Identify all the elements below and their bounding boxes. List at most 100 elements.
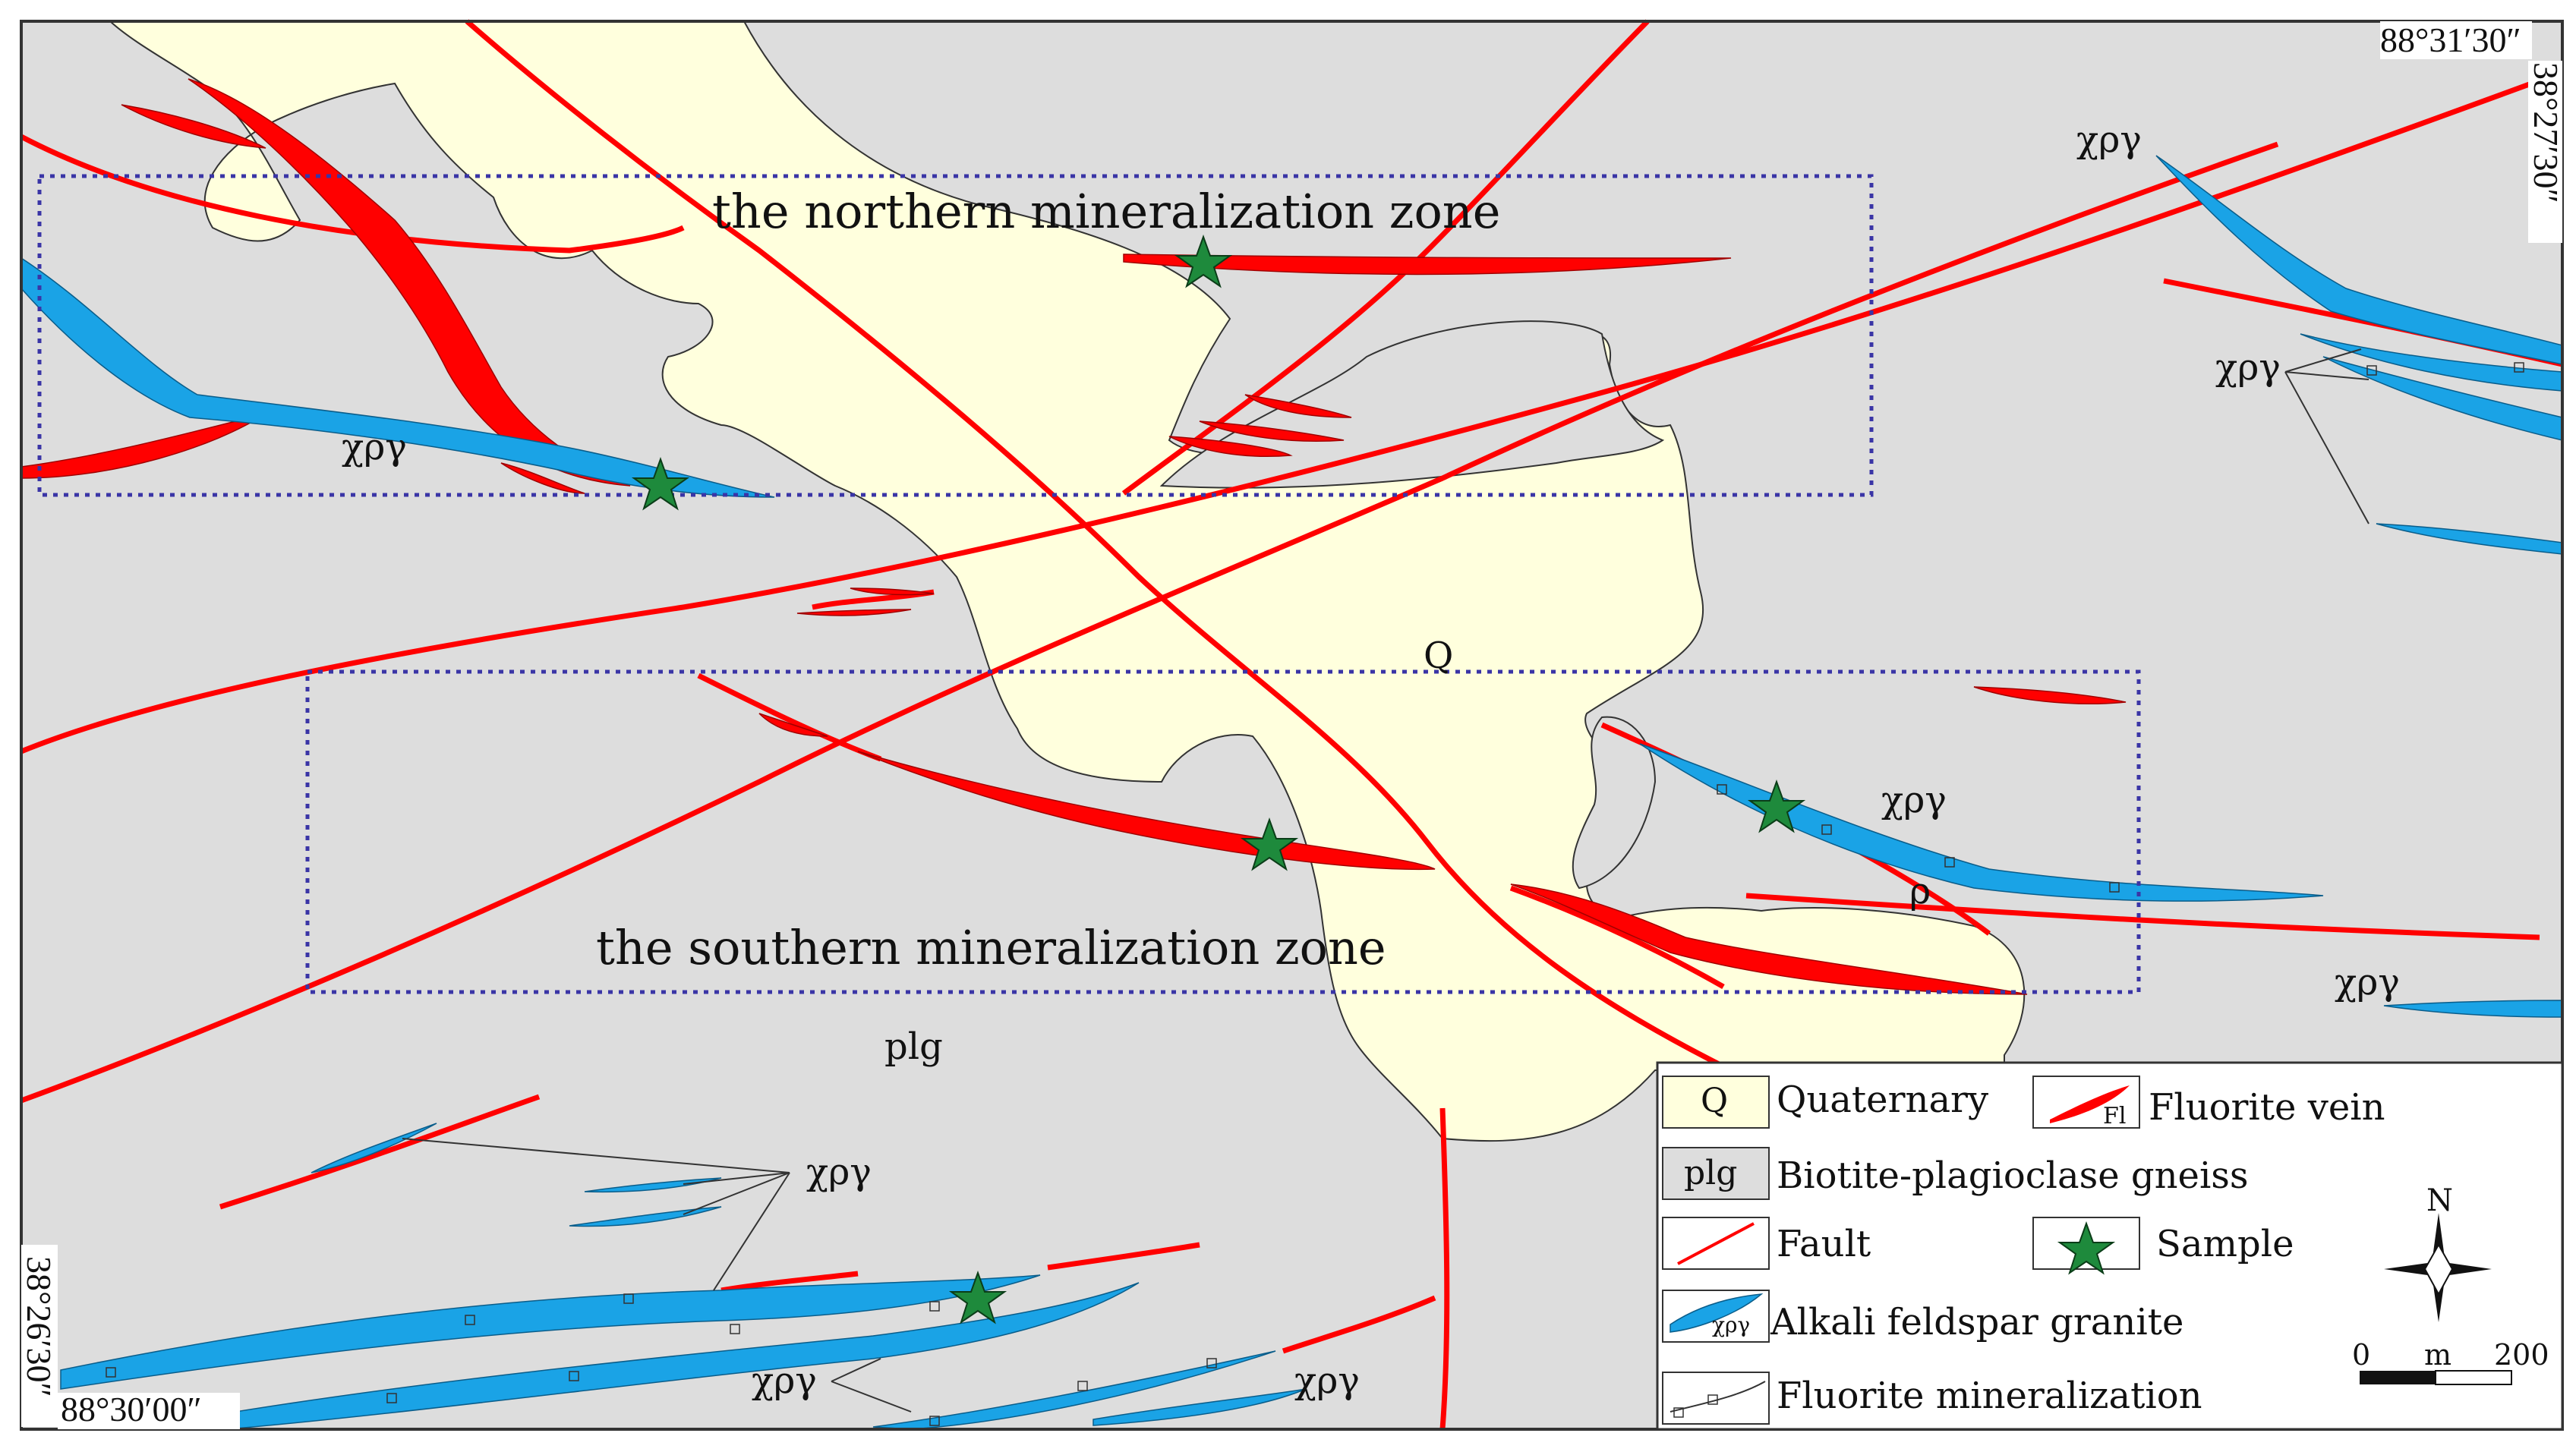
- fluorite-vein: [796, 609, 912, 616]
- mineralization-marker-icon: [2366, 365, 2377, 376]
- legend: Q Quaternary Fl Fluorite vein plg Biotit…: [1656, 1061, 2564, 1431]
- scale-start: 0: [2352, 1338, 2370, 1372]
- north-label: N: [2426, 1183, 2453, 1218]
- legend-mineralization-marker-icon: [1673, 1407, 1684, 1418]
- fault: [1047, 1242, 1200, 1271]
- leader-line: [831, 1358, 912, 1413]
- legend-sample-label: Sample: [2156, 1223, 2294, 1265]
- legend-granite-icon: [1670, 1293, 1764, 1333]
- fluorite-vein: [857, 751, 1436, 871]
- granite-dyke: [212, 1282, 1140, 1430]
- legend-gneiss-label: Biotite-plagioclase gneiss: [1777, 1154, 2249, 1197]
- mineralization-marker-icon: [929, 1416, 940, 1426]
- legend-fault-label: Fault: [1777, 1223, 1871, 1265]
- granite-dyke: [1093, 1388, 1307, 1426]
- granite-dyke: [60, 1274, 1041, 1390]
- mineralization-marker-icon: [1821, 824, 1832, 835]
- quaternary-label: Q: [1424, 635, 1453, 677]
- fault: [20, 141, 2279, 1104]
- fault: [697, 672, 882, 762]
- sample-star-icon: [948, 1271, 1007, 1324]
- fault: [1509, 885, 1725, 990]
- granite-dyke: [311, 1123, 437, 1173]
- southern-zone-box: [305, 669, 2141, 994]
- fault: [1121, 19, 1650, 496]
- mineralization-marker-icon: [106, 1367, 116, 1378]
- granite-label: χργ: [2335, 961, 2400, 1003]
- mineralization-marker-icon: [1717, 784, 1727, 795]
- coord-box: [58, 1393, 240, 1429]
- fluorite-vein: [1510, 883, 2028, 995]
- mineralization-marker-icon: [1077, 1381, 1088, 1391]
- fluorite-vein: [1123, 254, 1732, 276]
- granite-dykes: [20, 155, 2563, 1430]
- mineralization-marker-icon: [730, 1324, 740, 1334]
- fluorite-vein: [1244, 394, 1352, 418]
- fluorite-veins: [20, 78, 2127, 995]
- fluorite-vein: [1199, 420, 1345, 442]
- northern-zone-box: [37, 174, 1874, 497]
- fluorite-vein: [1973, 686, 2127, 704]
- fault: [465, 19, 1733, 1073]
- granite-dyke: [872, 1350, 1276, 1430]
- leader-line: [402, 1138, 790, 1291]
- mineralization-markers: [106, 362, 2524, 1426]
- top-longitude: 88°31′30″: [2380, 20, 2521, 59]
- legend-gneiss-swatch: [1662, 1147, 1770, 1200]
- legend-fault-icon: [1677, 1222, 1755, 1265]
- sample-star-icon: [1174, 235, 1233, 288]
- legend-fluorite-label: Fluorite vein: [2149, 1086, 2385, 1129]
- fluorite-vein: [850, 587, 935, 596]
- legend-quaternary-label: Quaternary: [1777, 1079, 1988, 1121]
- legend-mineralization-marker-icon: [1707, 1394, 1718, 1405]
- fault: [1745, 893, 2540, 940]
- mineralization-marker-icon: [1944, 857, 1955, 868]
- northern-zone-label: the northern mineralization zone: [712, 184, 1500, 239]
- granite-label: χργ: [752, 1359, 817, 1402]
- sample-star-icon: [631, 457, 690, 511]
- granite-label: χργ: [806, 1151, 872, 1193]
- coord-box: [21, 1245, 58, 1427]
- fluorite-vein: [1168, 436, 1293, 458]
- fluorite-vein: [758, 713, 828, 737]
- legend-fluorite-vein-icon: [2050, 1085, 2130, 1123]
- legend-granite-label: Alkali feldspar granite: [1770, 1301, 2183, 1343]
- mineralization-marker-icon: [2514, 362, 2524, 373]
- leader-line: [2284, 348, 2369, 524]
- sample-star-icon: [1747, 780, 1806, 833]
- granite-dyke: [569, 1206, 722, 1227]
- fault: [20, 69, 2564, 754]
- granite-dyke: [1639, 743, 2324, 902]
- samples: [631, 235, 1806, 1324]
- mineralization-marker-icon: [1206, 1358, 1217, 1369]
- legend-quaternary-swatch: [1662, 1076, 1770, 1129]
- scale-unit: m: [2424, 1338, 2451, 1372]
- mineralization-marker-icon: [386, 1393, 397, 1403]
- sample-star-icon: [1240, 817, 1299, 871]
- rho-label: ρ: [1909, 870, 1931, 912]
- compass-rose-icon: [2384, 1213, 2492, 1322]
- granite-label: χργ: [1881, 779, 1947, 821]
- southern-zone-label: the southern mineralization zone: [596, 920, 1386, 975]
- left-latitude: 38°26′30″: [20, 1256, 58, 1397]
- granite-label: χργ: [342, 426, 407, 468]
- legend-mineralization-label: Fluorite mineralization: [1777, 1375, 2202, 1417]
- unit-labels: χργ χργ χργ χργ χργ χργ χργ χργ Q plg ρ: [342, 118, 2400, 1402]
- legend-quaternary-symbol: Q: [1701, 1082, 1728, 1120]
- scale-bar-light: [2435, 1370, 2512, 1385]
- fault: [1439, 1107, 1450, 1430]
- scale-end: 200: [2494, 1338, 2549, 1372]
- coord-box: [2380, 21, 2532, 59]
- granite-label: χργ: [2215, 346, 2281, 389]
- mineralization-marker-icon: [2109, 882, 2120, 893]
- legend-gneiss-symbol: plg: [1684, 1154, 1737, 1192]
- map-frame: [20, 20, 2564, 1431]
- mineralization-marker-icon: [569, 1371, 579, 1381]
- legend-fluorite-symbol: Fl: [2103, 1103, 2126, 1129]
- fault: [720, 1271, 859, 1293]
- granite-label: χργ: [1294, 1359, 1360, 1402]
- granite-dyke: [584, 1177, 722, 1193]
- mineralization-marker-icon: [465, 1315, 475, 1325]
